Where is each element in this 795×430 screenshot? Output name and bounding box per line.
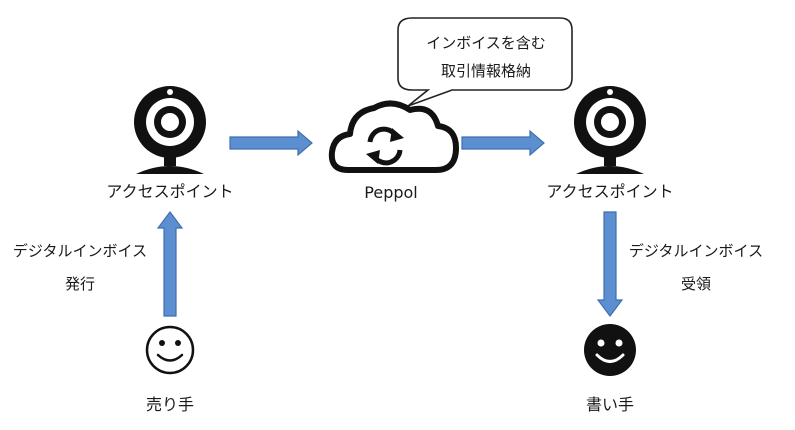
smiley-filled-icon bbox=[584, 324, 636, 376]
arrow-peppol-to-right bbox=[461, 129, 545, 157]
receive-label-line1: デジタルインボイス bbox=[629, 242, 763, 260]
arrow-left-to-peppol bbox=[229, 129, 313, 157]
buyer-label: 書い手 bbox=[586, 395, 634, 414]
arrow-seller-to-access-point bbox=[156, 211, 184, 317]
cloud-sync-icon bbox=[328, 100, 459, 173]
issue-label-line2: 発行 bbox=[65, 275, 95, 293]
seller-node bbox=[145, 325, 195, 375]
access-point-right-label: アクセスポイント bbox=[546, 182, 673, 201]
callout-line2: 取引情報格納 bbox=[441, 62, 531, 80]
issue-label-line1: デジタルインボイス bbox=[13, 242, 147, 260]
access-point-right bbox=[574, 86, 646, 174]
arrow-access-point-to-buyer bbox=[596, 211, 624, 317]
callout-shape bbox=[397, 17, 573, 107]
smiley-outline-icon bbox=[145, 325, 195, 375]
seller-label: 売り手 bbox=[146, 395, 194, 414]
access-point-left bbox=[134, 86, 206, 174]
callout-line1: インボイスを含む bbox=[426, 34, 546, 52]
peppol-node bbox=[328, 100, 459, 173]
callout-bubble: インボイスを含む 取引情報格納 bbox=[397, 17, 573, 107]
webcam-icon bbox=[134, 86, 206, 174]
buyer-node bbox=[584, 324, 636, 376]
webcam-icon bbox=[574, 86, 646, 174]
peppol-label: Peppol bbox=[364, 183, 417, 202]
access-point-left-label: アクセスポイント bbox=[106, 182, 233, 201]
receive-label-line2: 受領 bbox=[681, 275, 711, 293]
